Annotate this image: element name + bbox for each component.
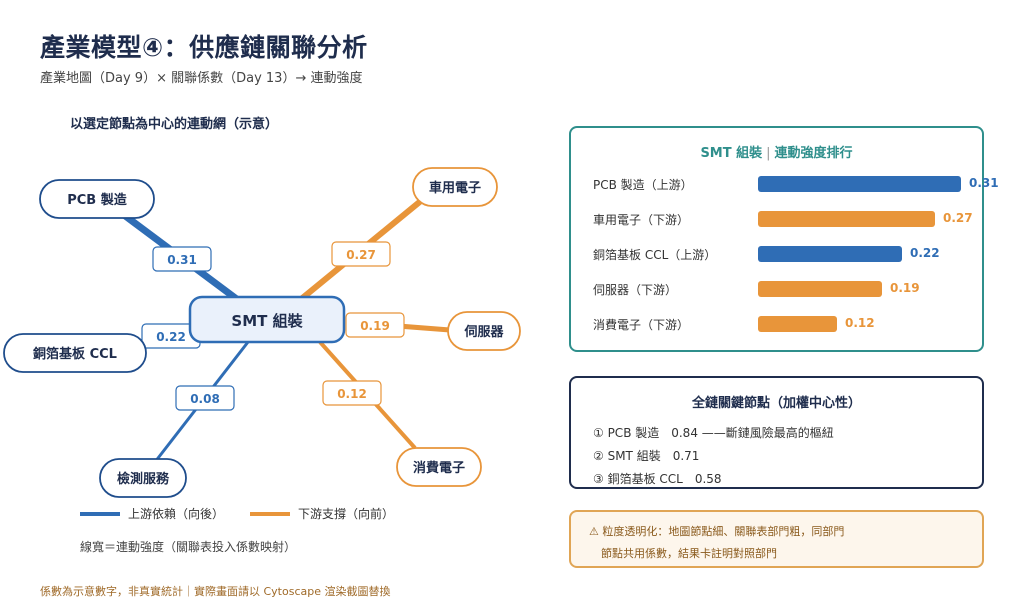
- ranking-row-label: 銅箔基板 CCL（上游）: [593, 248, 717, 262]
- supply-chain-network: 0.31 0.22 0.08 0.27 0.19 0.12 PCB 製造 銅箔基…: [3, 167, 521, 498]
- legend-note: 線寬＝連動強度（關聯表投入係數映射）: [80, 540, 297, 554]
- legend-downstream: 下游支撐（向前）: [250, 505, 394, 522]
- svg-text:0.12: 0.12: [337, 387, 367, 401]
- svg-text:車用電子: 車用電子: [429, 180, 481, 196]
- legend-upstream-label: 上游依賴（向後）: [128, 507, 225, 521]
- legend-upstream-swatch: [80, 511, 120, 516]
- legend-downstream-label: 下游支撐（向前）: [298, 507, 395, 521]
- svg-text:0.08: 0.08: [190, 392, 220, 406]
- key-node-item: ① PCB 製造 0.84 ——斷鏈風險最高的樞紐: [593, 426, 834, 440]
- ranking-row: 消費電子（下游） 0.12: [593, 314, 988, 334]
- ranking-value: 0.27: [943, 211, 973, 225]
- granularity-warning-card: ⚠ 粒度透明化：地圖節點細、關聯表部門粗，同部門 節點共用係數，結果卡註明對照部…: [569, 510, 984, 568]
- ranking-value: 0.22: [910, 246, 940, 260]
- ranking-card: SMT 組裝|連動強度排行 PCB 製造（上游） 0.31 車用電子（下游） 0.27…: [569, 126, 999, 352]
- ranking-title-node: SMT 組裝: [700, 146, 763, 161]
- ranking-title: SMT 組裝|連動強度排行: [571, 142, 982, 161]
- ranking-row-label: 車用電子（下游）: [593, 213, 690, 227]
- ranking-row: 伺服器（下游） 0.19: [593, 279, 988, 299]
- node-auto[interactable]: 車用電子: [412, 167, 498, 207]
- legend-upstream: 上游依賴（向後）: [80, 505, 224, 522]
- svg-text:0.31: 0.31: [167, 253, 197, 267]
- key-nodes-title: 全鏈關鍵節點（加權中心性）: [691, 396, 861, 411]
- ranking-row: 銅箔基板 CCL（上游） 0.22: [593, 244, 988, 264]
- node-center[interactable]: SMT 組裝: [188, 295, 346, 344]
- page-title: 產業模型④：供應鏈關聯分析: [40, 33, 368, 62]
- svg-text:伺服器: 伺服器: [463, 324, 504, 340]
- ranking-value: 0.31: [969, 176, 999, 190]
- weight-pcb: 0.31: [152, 246, 212, 272]
- ranking-row-label: 消費電子（下游）: [593, 318, 690, 332]
- ranking-value: 0.12: [845, 316, 875, 330]
- node-ccl[interactable]: 銅箔基板 CCL: [3, 333, 147, 373]
- node-server[interactable]: 伺服器: [447, 311, 521, 351]
- ranking-bar: [758, 211, 935, 227]
- key-node-item: ② SMT 組裝 0.71: [593, 449, 700, 463]
- ranking-title-separator: |: [766, 146, 771, 161]
- ranking-bar: [758, 316, 837, 332]
- ranking-bar: [758, 281, 882, 297]
- weight-test: 0.08: [175, 385, 235, 411]
- svg-text:0.22: 0.22: [156, 330, 186, 344]
- svg-text:銅箔基板 CCL: 銅箔基板 CCL: [33, 346, 117, 362]
- footnote: 係數為示意數字，非真實統計｜實際畫面請以 Cytoscape 渲染截圖替換: [40, 585, 391, 598]
- svg-text:PCB 製造: PCB 製造: [67, 192, 128, 208]
- svg-text:檢測服務: 檢測服務: [117, 471, 170, 487]
- ranking-row-label: PCB 製造（上游）: [593, 178, 693, 192]
- svg-text:0.27: 0.27: [346, 248, 376, 262]
- weight-server: 0.19: [345, 312, 405, 338]
- key-node-item: ③ 銅箔基板 CCL 0.58: [593, 472, 722, 486]
- ranking-row-label: 伺服器（下游）: [593, 283, 678, 297]
- key-nodes-card: 全鏈關鍵節點（加權中心性） ① PCB 製造 0.84 ——斷鏈風險最高的樞紐 …: [569, 376, 984, 489]
- ranking-row: 車用電子（下游） 0.27: [593, 209, 988, 229]
- svg-text:SMT 組裝: SMT 組裝: [231, 312, 303, 330]
- network-section-title: 以選定節點為中心的連動網（示意）: [70, 117, 279, 132]
- node-test[interactable]: 檢測服務: [99, 458, 187, 498]
- page-subtitle: 產業地圖（Day 9）× 關聯係數（Day 13）→ 連動強度: [40, 71, 363, 86]
- ranking-value: 0.19: [890, 281, 920, 295]
- warning-line-1: ⚠ 粒度透明化：地圖節點細、關聯表部門粗，同部門: [589, 525, 845, 538]
- ranking-row: PCB 製造（上游） 0.31: [593, 174, 999, 194]
- warning-line-2: 節點共用係數，結果卡註明對照部門: [601, 547, 777, 560]
- svg-text:0.19: 0.19: [360, 319, 390, 333]
- ranking-bar: [758, 176, 961, 192]
- ranking-bar: [758, 246, 902, 262]
- weight-consumer: 0.12: [322, 380, 382, 406]
- weight-auto: 0.27: [331, 241, 391, 267]
- node-consumer[interactable]: 消費電子: [396, 447, 482, 487]
- legend-downstream-swatch: [250, 511, 290, 516]
- ranking-title-text: 連動強度排行: [774, 146, 853, 161]
- svg-text:消費電子: 消費電子: [413, 460, 465, 476]
- node-pcb[interactable]: PCB 製造: [39, 179, 155, 219]
